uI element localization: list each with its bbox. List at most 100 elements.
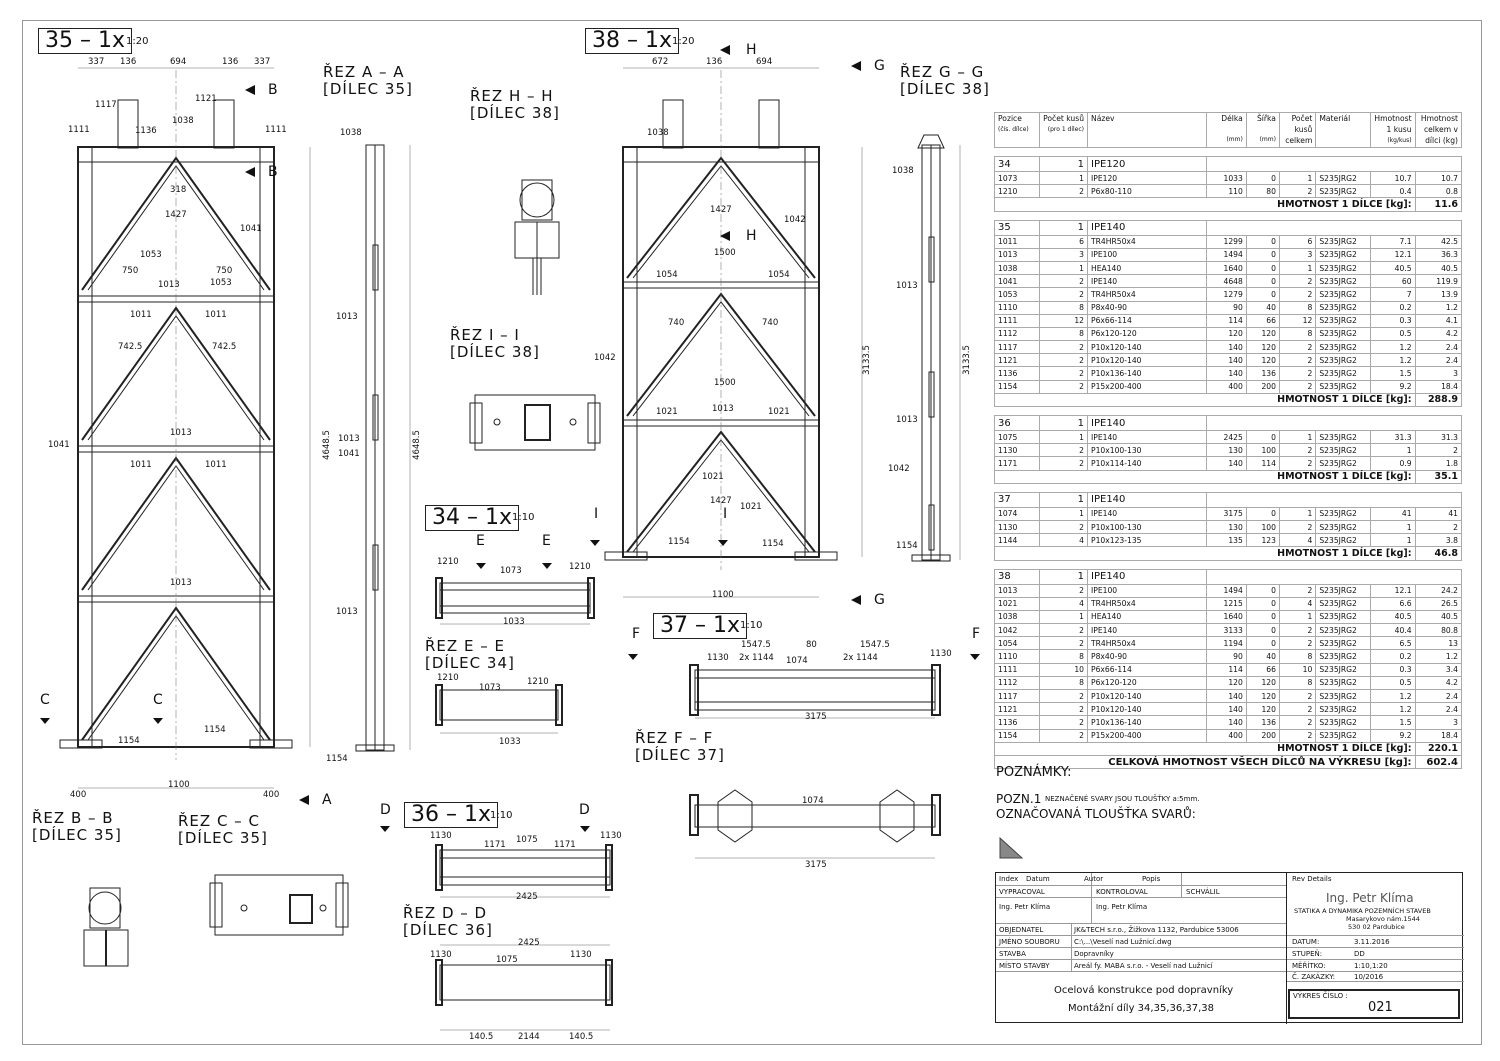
bom-cell: 2	[1278, 287, 1317, 302]
bom-cell: 0	[1245, 609, 1280, 625]
bom-cell: 90	[1205, 649, 1247, 664]
bom-group-fill	[1205, 415, 1463, 431]
bom-cell: 1	[1039, 609, 1089, 625]
view-36-scale: 1:10	[490, 810, 513, 821]
bom-cell: S235JRG2	[1315, 429, 1371, 445]
bom-cell: 0	[1245, 623, 1280, 638]
bom-cell: P15x200-400	[1087, 728, 1207, 743]
bom-cell: S235JRG2	[1315, 675, 1371, 691]
bom-cell: P10x123-135	[1087, 533, 1207, 548]
bom-cell: 80.8	[1414, 623, 1463, 638]
bom-cell: 1	[1369, 443, 1416, 458]
bom-cell: 10.7	[1414, 170, 1463, 186]
bom-cell: 1021	[993, 596, 1041, 611]
part-label: 1013	[170, 578, 192, 588]
bom-cell: 3	[1039, 247, 1089, 262]
bom-cell: 2	[1039, 353, 1089, 368]
bom-group-fill	[1205, 219, 1463, 236]
bom-sum-row: HMOTNOST 1 DÍLCE [kg]:288.9	[994, 392, 1463, 408]
bom-cell: 6.6	[1369, 596, 1416, 611]
bom-cell: S235JRG2	[1315, 274, 1371, 289]
bom-cell: 2	[1278, 728, 1317, 743]
bom-cell: 1054	[993, 636, 1041, 651]
bom-cell: 18.4	[1414, 728, 1463, 743]
bom-cell: 6.5	[1369, 636, 1416, 651]
bom-cell: 110	[1205, 184, 1247, 199]
bom-cell: 3.8	[1414, 533, 1463, 548]
bom-group-pos: 38	[993, 568, 1041, 585]
dim-label: 400	[70, 790, 87, 800]
bom-cell: IPE140	[1087, 429, 1207, 445]
bom-group-name: IPE140	[1087, 568, 1207, 585]
part-label: 1053	[210, 278, 232, 288]
bom-cell: 120	[1245, 340, 1280, 355]
bom-cell: S235JRG2	[1315, 519, 1371, 535]
bom-cell: S235JRG2	[1315, 313, 1371, 328]
bom-cell: 24.2	[1414, 583, 1463, 598]
bom-cell: 2.4	[1414, 688, 1463, 704]
bom-cell: S235JRG2	[1315, 287, 1371, 302]
bom-cell: 1112	[993, 675, 1041, 691]
bom-cell: 7.1	[1369, 234, 1416, 249]
bom-cell: 7	[1369, 287, 1416, 302]
view-38-frame	[604, 67, 863, 598]
view-35-scale: 1:20	[126, 36, 149, 47]
part-label: 1021	[768, 407, 790, 417]
bom-cell: 0.4	[1369, 184, 1416, 199]
part-label: 1130	[430, 950, 452, 960]
bom-cell: 26.5	[1414, 596, 1463, 611]
view-34-title: 34 – 1x	[425, 505, 519, 531]
part-label: 1054	[768, 270, 790, 280]
bom-cell: 100	[1245, 519, 1280, 535]
bom-cell: 1033	[1205, 170, 1247, 186]
bom-cell: 1136	[993, 715, 1041, 730]
dim-label: 672	[652, 57, 669, 67]
section-marker: H	[746, 42, 757, 58]
bom-cell: 2	[1278, 623, 1317, 638]
bom-cell: 1194	[1205, 636, 1247, 651]
dim-label: 3175	[805, 860, 827, 870]
section-marker: G	[874, 592, 885, 608]
part-label: 1130	[930, 649, 952, 659]
bom-cell: 1110	[993, 649, 1041, 664]
section-aa-geometry	[355, 144, 411, 752]
part-label: 1013	[158, 280, 180, 290]
field-misto-value: Areál fy. MABA s.r.o. - Veselí nad Lužni…	[1074, 962, 1213, 970]
dim-label: 1100	[168, 780, 190, 790]
bom-cell: IPE120	[1087, 170, 1207, 186]
bom-cell: IPE140	[1087, 274, 1207, 289]
bom-cell: S235JRG2	[1315, 443, 1371, 458]
bom-cell: S235JRG2	[1315, 506, 1371, 521]
bom-header-nazev: Název	[1087, 112, 1207, 148]
bom-cell: 0.5	[1369, 326, 1416, 342]
bom-cell: 4	[1039, 596, 1089, 611]
bom-cell: 40.4	[1369, 623, 1416, 638]
view-34-geometry	[435, 577, 595, 734]
bom-cell: 1111	[993, 313, 1041, 328]
bom-cell: 40	[1245, 649, 1280, 664]
bom-cell: 1	[1039, 429, 1089, 445]
part-label: 1075	[516, 835, 538, 845]
drafter-name: Ing. Petr Klíma	[999, 903, 1051, 911]
bom-sum-row: HMOTNOST 1 DÍLCE [kg]:46.8	[994, 546, 1463, 561]
bom-cell: 1210	[993, 184, 1041, 199]
part-label: 1210	[437, 673, 459, 683]
section-marker: G	[874, 58, 885, 74]
bom-cell: 2	[1278, 636, 1317, 651]
bom-cell: 4.2	[1414, 675, 1463, 691]
bom-cell: 2	[1278, 379, 1317, 394]
bom-group-name: IPE140	[1087, 415, 1207, 431]
dim-label: 337	[254, 57, 271, 67]
bom-cell: 1	[1369, 519, 1416, 535]
bom-sum-value: 35.1	[1414, 469, 1463, 484]
bom-group-fill	[1205, 568, 1463, 585]
